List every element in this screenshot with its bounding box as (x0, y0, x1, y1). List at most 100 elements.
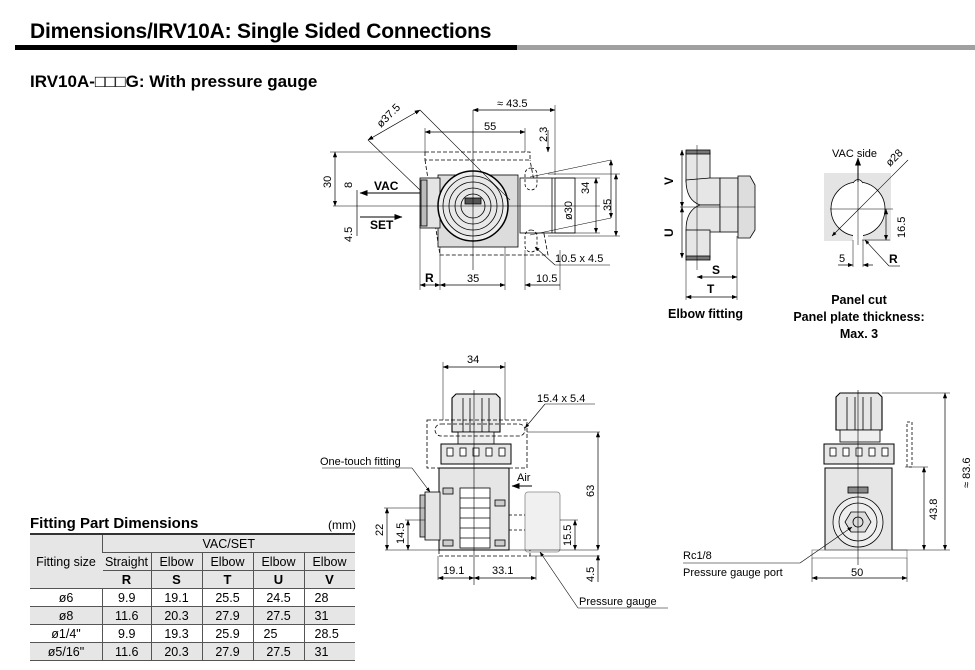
fitting-table-title: Fitting Part Dimensions (30, 515, 199, 532)
cell-value: 27.9 (201, 606, 253, 625)
cell-value: 27.5 (252, 606, 304, 625)
panel-cut-view (824, 157, 909, 268)
dim-8: 8 (343, 182, 355, 188)
dim-34: 34 (580, 182, 592, 194)
section-subtitle: IRV10A-□□□G: With pressure gauge (30, 72, 318, 91)
table-header-row: Fitting size VAC/SET (30, 534, 355, 589)
elbow-fitting-view (679, 145, 756, 300)
label-pressure-gauge: Pressure gauge (579, 596, 657, 608)
dim-s: S (712, 263, 720, 277)
label-pressure-gauge-port: Pressure gauge port (683, 567, 783, 579)
cell-value: 11.6 (102, 606, 151, 625)
cell-value: 27.5 (252, 642, 304, 661)
header-type: Elbow (303, 552, 355, 571)
dim-u: U (662, 228, 676, 237)
top-view (330, 105, 620, 290)
cell-value: 31 (303, 642, 355, 661)
dim-approx-83-6: ≈ 83.6 (961, 457, 973, 488)
header-vac-set: VAC/SET (102, 534, 355, 553)
label-rc1-8: Rc1/8 (683, 550, 712, 562)
cell-value: 11.6 (102, 642, 151, 661)
cell-value: 19.1 (150, 588, 202, 607)
header-letter: S (150, 570, 202, 589)
cell-value: 9.9 (102, 588, 151, 607)
fitting-table-unit: (mm) (328, 518, 356, 532)
cell-value: 19.3 (150, 624, 202, 643)
dim-t: T (707, 282, 715, 296)
fitting-table: Fitting size VAC/SET Straight Elbow Elbo… (30, 533, 355, 661)
header-letter: U (252, 570, 304, 589)
dim-35-vertical: 35 (602, 199, 614, 211)
dim-r: R (425, 271, 434, 285)
dim-10-5: 10.5 (536, 273, 557, 285)
dim-5: 5 (839, 253, 845, 265)
header-type: Elbow (252, 552, 304, 571)
dim-slot-15-4x5-4: 15.4 x 5.4 (537, 393, 585, 405)
dim-15-5: 15.5 (562, 525, 574, 546)
side-view (683, 390, 950, 582)
dim-v: V (662, 177, 676, 185)
cell-value: 20.3 (150, 642, 202, 661)
label-one-touch-fitting: One-touch fitting (320, 456, 401, 468)
table-row: ø5/16" 11.6 20.3 27.9 27.5 31 (30, 642, 355, 661)
dim-approx-43-5: ≈ 43.5 (497, 98, 528, 110)
dim-d30: ø30 (563, 201, 575, 220)
table-type-row: Straight Elbow Elbow Elbow Elbow (30, 552, 355, 571)
dim-22: 22 (374, 524, 386, 536)
label-air: Air (517, 472, 531, 484)
cell-value: 25.5 (201, 588, 253, 607)
dim-34-front: 34 (467, 354, 479, 366)
elbow-fitting-labels: V U S T Elbow fitting (662, 177, 743, 321)
dim-55: 55 (484, 121, 496, 133)
cell-value: 9.9 (102, 624, 151, 643)
cell-value: 24.5 (252, 588, 304, 607)
dim-43-8: 43.8 (928, 499, 940, 520)
table-row: ø6 9.9 19.1 25.5 24.5 28 (30, 588, 355, 607)
front-view (322, 362, 668, 609)
header-fitting-size: Fitting size (30, 534, 103, 589)
cell-size: ø8 (30, 606, 103, 625)
panel-cut-caption-2: Panel plate thickness: (793, 310, 924, 324)
top-view-labels: ≈ 43.5 ø37.5 55 2.3 30 8 4.5 VAC SET ø30… (322, 98, 614, 285)
panel-cut-caption-1: Panel cut (831, 293, 887, 307)
dim-4-5-front: 4.5 (585, 567, 597, 582)
header-letter: T (201, 570, 253, 589)
table-row: ø1/4" 9.9 19.3 25.9 25 28.5 (30, 624, 355, 643)
dim-4-5: 4.5 (343, 227, 355, 242)
cell-size: ø6 (30, 588, 103, 607)
header-type: Elbow (201, 552, 253, 571)
page-title: Dimensions/IRV10A: Single Sided Connecti… (30, 20, 492, 43)
dim-63: 63 (585, 485, 597, 497)
cell-value: 27.9 (201, 642, 253, 661)
title-rule (15, 45, 975, 50)
header-type: Elbow (150, 552, 202, 571)
dim-14-5: 14.5 (395, 523, 407, 544)
dim-2-3: 2.3 (538, 127, 550, 142)
header-letter: R (102, 570, 151, 589)
table-letter-row: R S T U V (30, 570, 355, 589)
header-type: Straight (102, 552, 151, 571)
cell-value: 28.5 (303, 624, 355, 643)
cell-value: 20.3 (150, 606, 202, 625)
dim-33-1: 33.1 (492, 565, 513, 577)
cell-value: 25 (252, 624, 304, 643)
cell-value: 28 (303, 588, 355, 607)
side-view-labels: ≈ 83.6 43.8 50 Rc1/8 Pressure gauge port (683, 457, 973, 579)
elbow-fitting-caption: Elbow fitting (668, 307, 743, 321)
dim-panel-r: R (889, 252, 898, 266)
title-rule-gray (517, 45, 975, 50)
label-vac-side: VAC side (832, 148, 877, 160)
dim-30: 30 (322, 176, 334, 188)
cell-size: ø5/16" (30, 642, 103, 661)
front-view-labels: 34 15.4 x 5.4 63 22 14.5 15.5 4.5 19.1 3… (320, 354, 657, 608)
label-set: SET (370, 218, 394, 232)
header-letter: V (303, 570, 355, 589)
cell-value: 25.9 (201, 624, 253, 643)
cell-value: 31 (303, 606, 355, 625)
title-rule-black (15, 45, 517, 50)
dim-19-1: 19.1 (443, 565, 464, 577)
label-vac: VAC (374, 179, 399, 193)
panel-cut-caption-3: Max. 3 (840, 327, 878, 341)
dim-16-5: 16.5 (896, 217, 908, 238)
